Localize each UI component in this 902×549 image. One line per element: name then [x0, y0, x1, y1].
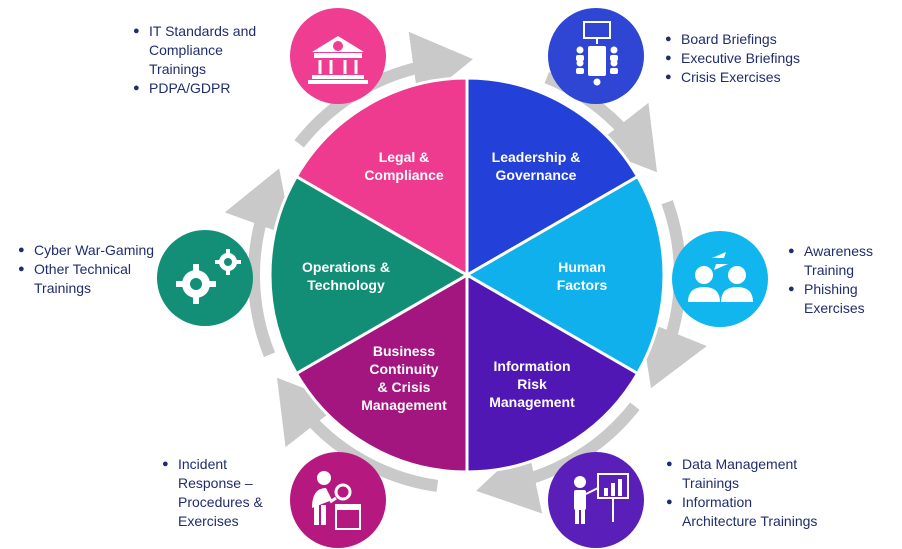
operations-bullet-list: Cyber War-Gaming Other Technical Trainin… — [18, 241, 158, 298]
list-item: Executive Briefings — [665, 49, 865, 68]
leadership-bullet-list: Board Briefings Executive Briefings Cris… — [665, 30, 865, 87]
list-item: Board Briefings — [665, 30, 865, 49]
business-bullet-list: Incident Response – Procedures & Exercis… — [162, 455, 280, 531]
list-item: IT Standards and Compliance Trainings — [133, 22, 283, 79]
segment-business — [294, 272, 469, 474]
list-item: Cyber War-Gaming — [18, 241, 158, 260]
inspector-magnifier-icon — [290, 452, 386, 548]
segment-human — [464, 174, 666, 376]
segment-label-operations: Operations &Technology — [302, 259, 390, 293]
list-item: Crisis Exercises — [665, 68, 865, 87]
human-bullet-list: Awareness Training Phishing Exercises — [788, 242, 888, 318]
segment-label-legal: Legal &Compliance — [364, 149, 444, 183]
info-risk-bullet-list: Data Management Trainings Information Ar… — [666, 455, 826, 531]
list-item: Data Management Trainings — [666, 455, 826, 493]
segment-legal — [294, 76, 469, 278]
people-exchange-icon — [672, 231, 768, 327]
list-item: Other Technical Trainings — [18, 260, 158, 298]
list-item: PDPA/GDPR — [133, 79, 283, 98]
boardroom-icon — [548, 8, 644, 104]
list-item: Phishing Exercises — [788, 280, 888, 318]
gears-icon — [157, 230, 253, 326]
ring-arrow — [224, 168, 293, 358]
courthouse-icon — [290, 8, 386, 104]
list-item: Awareness Training — [788, 242, 888, 280]
segment-info-risk — [465, 272, 640, 474]
list-item: Incident Response – Procedures & Exercis… — [162, 455, 280, 531]
segment-wheel — [268, 76, 666, 474]
segment-operations — [268, 174, 470, 376]
legal-bullet-list: IT Standards and Compliance Trainings PD… — [133, 22, 283, 98]
segment-label-leadership: Leadership &Governance — [492, 149, 581, 183]
presenter-chart-icon — [548, 452, 644, 548]
list-item: Information Architecture Trainings — [666, 493, 826, 531]
segment-leadership — [465, 76, 640, 278]
